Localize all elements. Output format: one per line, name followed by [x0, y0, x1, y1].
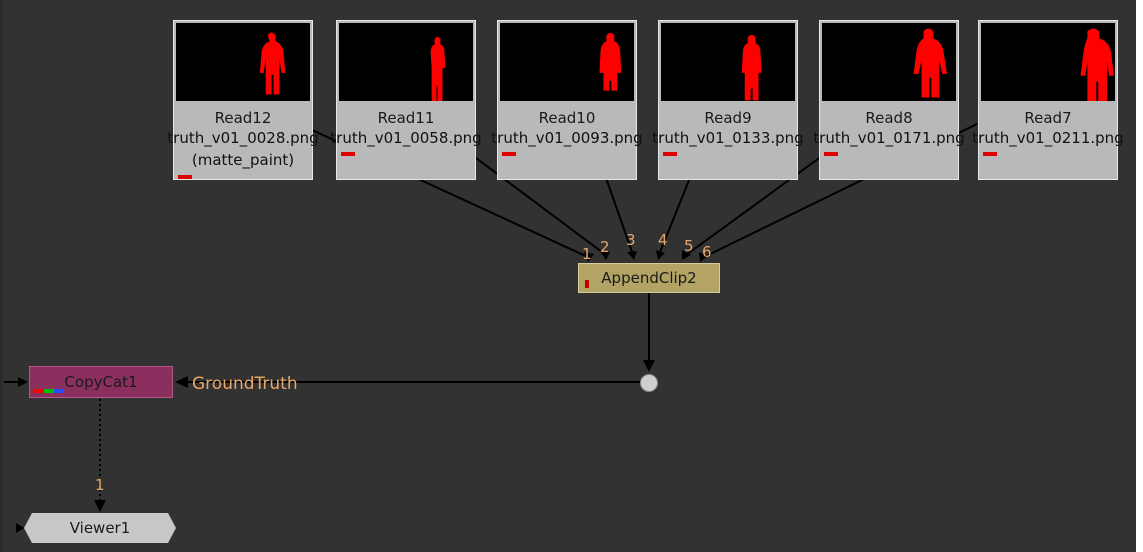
node-label: AppendClip2 [601, 269, 697, 287]
thumbnail-image [176, 23, 310, 101]
append-input-number: 6 [702, 243, 712, 261]
append-input-number: 3 [626, 231, 636, 249]
file-name: truth_v01_0171.png [813, 129, 965, 147]
read-node-read12[interactable]: Read12 truth_v01_0028.png (matte_paint) [167, 20, 319, 180]
wire-read11-append [451, 139, 607, 256]
read-node-read9[interactable]: Read9 truth_v01_0133.png [652, 20, 804, 180]
wire-read8-append [685, 139, 845, 256]
node-label: Read9 [704, 109, 752, 127]
viewer-input-number: 1 [95, 476, 105, 494]
read-node-read7[interactable]: Read7 truth_v01_0211.png [972, 20, 1124, 180]
error-indicator [585, 280, 589, 288]
append-clip-node[interactable]: AppendClip2 [578, 263, 720, 293]
node-label: Read12 [214, 109, 272, 127]
thumbnail-image [500, 23, 634, 101]
file-name: truth_v01_0133.png [652, 129, 804, 147]
input-label-groundtruth: GroundTruth [192, 374, 298, 394]
file-name: truth_v01_0028.png [167, 129, 319, 147]
node-label: CopyCat1 [64, 373, 138, 391]
node-label: Read10 [538, 109, 596, 127]
channel-blue-indicator [54, 389, 64, 393]
node-label: Read11 [377, 109, 435, 127]
thumbnail-image [981, 23, 1115, 101]
thumbnail-image [339, 23, 473, 101]
copycat-node[interactable]: CopyCat1 [29, 366, 173, 398]
append-input-number: 2 [600, 238, 610, 256]
error-indicator [663, 152, 677, 156]
error-indicator [983, 152, 997, 156]
file-name: truth_v01_0093.png [491, 129, 643, 147]
channel-red-indicator [34, 389, 44, 393]
thumbnail-image [822, 23, 956, 101]
read-node-read10[interactable]: Read10 truth_v01_0093.png [491, 20, 643, 180]
node-label: Viewer1 [69, 519, 131, 537]
file-name: truth_v01_0211.png [972, 129, 1124, 147]
read-node-read8[interactable]: Read8 truth_v01_0171.png [813, 20, 965, 180]
file-name: truth_v01_0058.png [330, 129, 482, 147]
viewer-node[interactable]: Viewer1 [24, 513, 176, 543]
append-input-number: 4 [658, 231, 668, 249]
error-indicator [341, 152, 355, 156]
node-label: Read7 [1024, 109, 1072, 127]
error-indicator [824, 152, 838, 156]
thumbnail-image [661, 23, 795, 101]
read-node-read11[interactable]: Read11 truth_v01_0058.png [330, 20, 482, 180]
append-input-number: 1 [582, 245, 592, 263]
dot-node[interactable] [640, 374, 658, 392]
error-indicator [502, 152, 516, 156]
node-note: (matte_paint) [191, 151, 295, 169]
node-label: Read8 [865, 109, 913, 127]
error-indicator [178, 175, 192, 179]
append-input-number: 5 [684, 237, 694, 255]
channel-green-indicator [44, 389, 54, 393]
